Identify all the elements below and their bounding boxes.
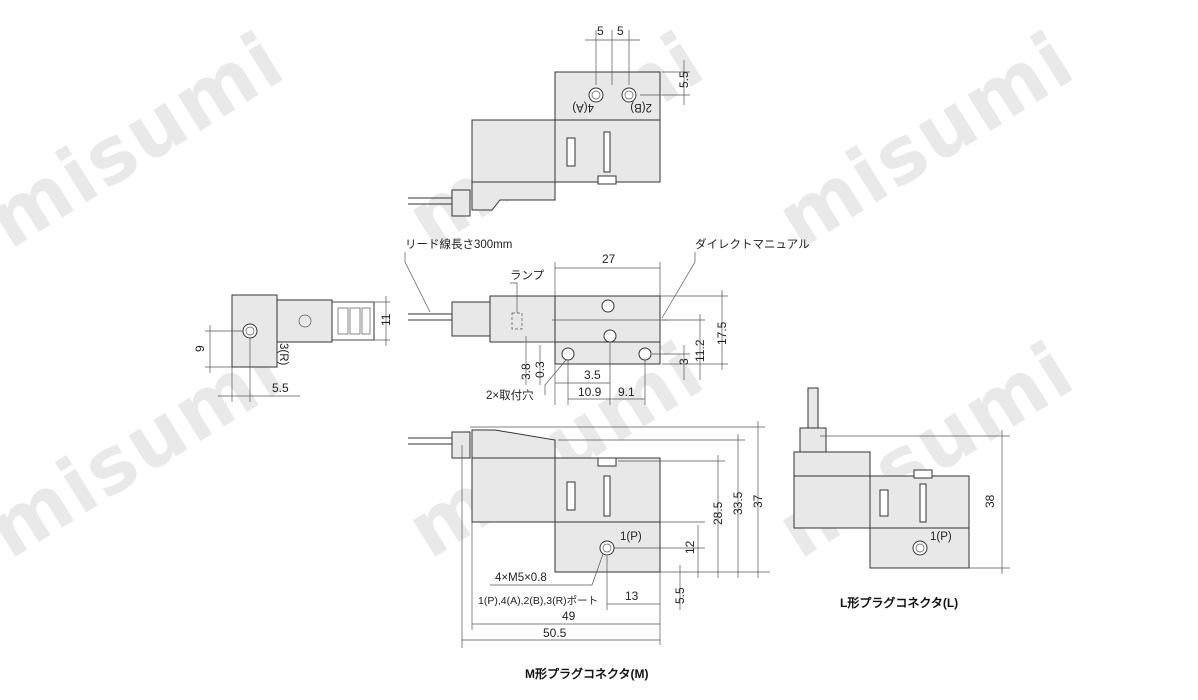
- port-p-label: 1(P): [930, 531, 952, 543]
- top-view: 4(A) 2(B) 5 5 5.5: [408, 24, 691, 217]
- port-p-circle: [912, 540, 928, 556]
- exhaust-port-label: 3(R): [277, 343, 289, 366]
- manual-button: [601, 299, 615, 313]
- mount-hole-left: [561, 347, 575, 361]
- dim-w-50-5: 50.5: [543, 626, 567, 640]
- dim-pitch-a: 5: [597, 24, 604, 38]
- exhaust-port-circle: [242, 323, 258, 339]
- dim-w-5-5: 5.5: [272, 381, 289, 395]
- connector-plug: [799, 427, 827, 453]
- watermark-text: misumi: [762, 15, 1090, 266]
- port-a-circle: [588, 87, 604, 103]
- port-b-circle: [621, 87, 637, 103]
- mount-holes-label: 2×取付穴: [486, 388, 534, 402]
- manual-slot: [603, 475, 611, 517]
- dim-w-10-9: 10.9: [578, 385, 602, 399]
- dim-h-3: 3: [677, 358, 691, 365]
- dim-h-38: 38: [983, 494, 997, 508]
- m-view-caption: M形プラグコネクタ(M): [525, 666, 649, 681]
- dim-h-37: 37: [751, 494, 765, 508]
- l-connector-view: 1(P) 38 L形プラグコネクタ(L): [793, 387, 1010, 610]
- dim-v-0-3: 0.3: [533, 361, 547, 378]
- port-b-label: 2(B): [630, 101, 652, 113]
- l-view-caption: L形プラグコネクタ(L): [840, 595, 958, 610]
- dim-v-3-8: 3.8: [519, 363, 533, 380]
- connector-housing: [793, 451, 871, 479]
- dim-h-33-5: 33.5: [731, 491, 745, 515]
- connector-plug: [451, 189, 471, 217]
- base-block: [554, 71, 661, 121]
- port-a-label: 4(A): [572, 101, 594, 113]
- mount-hole-right: [638, 347, 652, 361]
- manual-label: ダイレクトマニュアル: [695, 237, 810, 251]
- port-p-label: 1(P): [620, 531, 642, 543]
- dim-w-3-5: 3.5: [584, 368, 601, 382]
- lamp-window: [566, 137, 576, 167]
- side-view: リード線長さ300mm ランプ ダイレクトマニュアル 2×取付穴 27 17.5…: [404, 237, 810, 405]
- dim-h-5-5: 5.5: [673, 587, 687, 604]
- dim-w-13: 13: [625, 589, 639, 603]
- lamp-window: [879, 489, 889, 517]
- dim-h-28-5: 28.5: [711, 501, 725, 525]
- ports-note: 1(P),4(A),2(B),3(R)ポート: [478, 595, 598, 607]
- manual-slot: [919, 483, 927, 523]
- dim-edge: 5.5: [677, 71, 691, 88]
- solenoid-body: [471, 119, 661, 183]
- thread-label: 4×M5×0.8: [495, 572, 547, 584]
- dim-h-9: 9: [193, 345, 207, 352]
- plug-connector: [451, 301, 491, 337]
- dim-h-11: 11: [379, 313, 393, 326]
- lead-wire-label: リード線長さ300mm: [405, 237, 512, 251]
- dim-pitch-b: 5: [617, 24, 624, 38]
- dim-h-11-2: 11.2: [693, 339, 707, 362]
- manual-slot: [603, 131, 611, 173]
- port-p-circle: [599, 540, 615, 556]
- dim-h-12: 12: [683, 540, 697, 554]
- dim-w-9-1: 9.1: [618, 385, 635, 399]
- solenoid-body: [471, 457, 661, 523]
- dim-width-27: 27: [602, 252, 616, 266]
- connector-housing: [471, 181, 556, 211]
- watermark-text: misumi: [0, 15, 300, 266]
- end-view: 3(R) 11 9 5.5: [193, 294, 393, 402]
- coil-housing: [489, 295, 556, 343]
- lamp-window: [566, 481, 576, 511]
- lead-wire-vertical: [807, 387, 819, 431]
- dim-w-49: 49: [562, 609, 576, 623]
- dim-h-17-5: 17.5: [715, 321, 729, 345]
- lamp-label: ランプ: [510, 269, 545, 282]
- m-connector-view: 1(P) 28.5 33.5 37 12 5.5 4×M5×0.8 1(P),4…: [408, 421, 770, 681]
